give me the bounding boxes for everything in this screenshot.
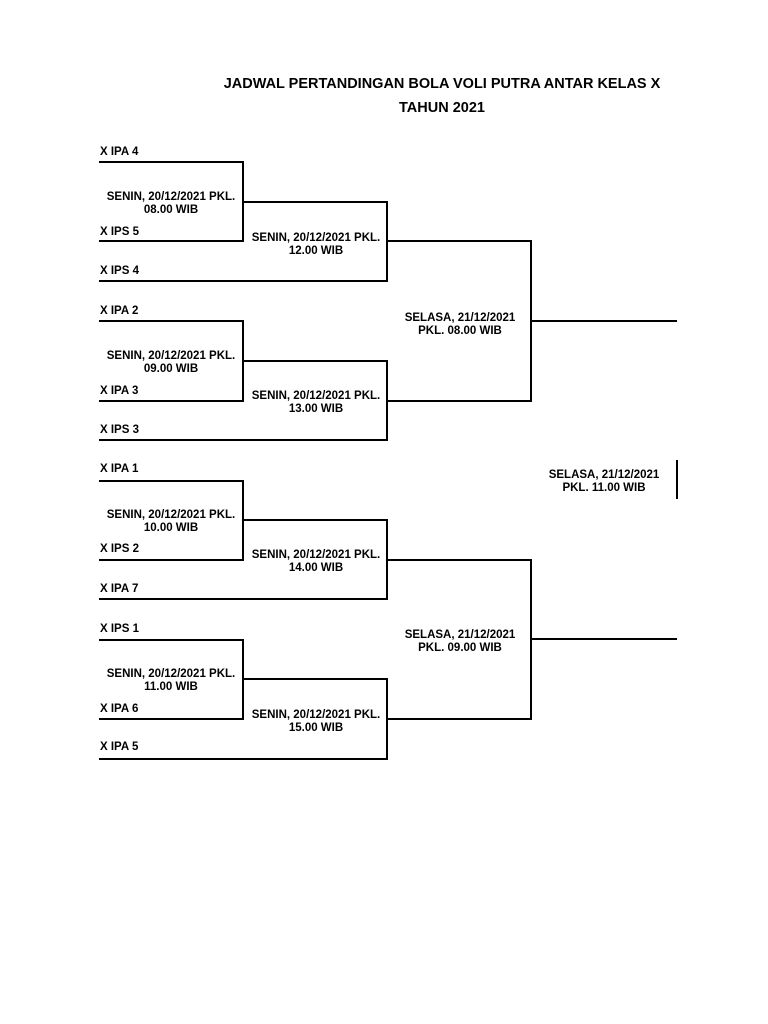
team-label: X IPA 6 <box>100 703 139 715</box>
team-label: X IPA 3 <box>100 385 139 397</box>
match-schedule-round2: SENIN, 20/12/2021 PKL. 15.00 WIB <box>251 709 381 734</box>
team-label: X IPS 3 <box>100 424 139 436</box>
team-label: X IPA 7 <box>100 583 139 595</box>
page-title: JADWAL PERTANDINGAN BOLA VOLI PUTRA ANTA… <box>0 72 768 120</box>
match-schedule-semifinal: SELASA, 21/12/2021 PKL. 08.00 WIB <box>404 312 516 337</box>
team-label: X IPS 5 <box>100 226 139 238</box>
team-label: X IPA 5 <box>100 741 139 753</box>
match-schedule-semifinal: SELASA, 21/12/2021 PKL. 09.00 WIB <box>404 629 516 654</box>
match-schedule-round1: SENIN, 20/12/2021 PKL. 09.00 WIB <box>106 350 236 375</box>
match-schedule-round2: SENIN, 20/12/2021 PKL. 13.00 WIB <box>251 390 381 415</box>
team-label: X IPS 4 <box>100 265 139 277</box>
match-schedule-final: SELASA, 21/12/2021 PKL. 11.00 WIB <box>548 469 660 494</box>
team-label: X IPS 2 <box>100 543 139 555</box>
match-schedule-round1: SENIN, 20/12/2021 PKL. 08.00 WIB <box>106 191 236 216</box>
match-schedule-round1: SENIN, 20/12/2021 PKL. 10.00 WIB <box>106 509 236 534</box>
title-line-2: TAHUN 2021 <box>399 100 485 116</box>
team-label: X IPA 4 <box>100 146 139 158</box>
match-schedule-round2: SENIN, 20/12/2021 PKL. 14.00 WIB <box>251 549 381 574</box>
title-line-1: JADWAL PERTANDINGAN BOLA VOLI PUTRA ANTA… <box>223 76 661 92</box>
team-label: X IPA 1 <box>100 463 139 475</box>
match-schedule-round2: SENIN, 20/12/2021 PKL. 12.00 WIB <box>251 232 381 257</box>
team-label: X IPS 1 <box>100 623 139 635</box>
match-schedule-round1: SENIN, 20/12/2021 PKL. 11.00 WIB <box>106 668 236 693</box>
team-label: X IPA 2 <box>100 305 139 317</box>
